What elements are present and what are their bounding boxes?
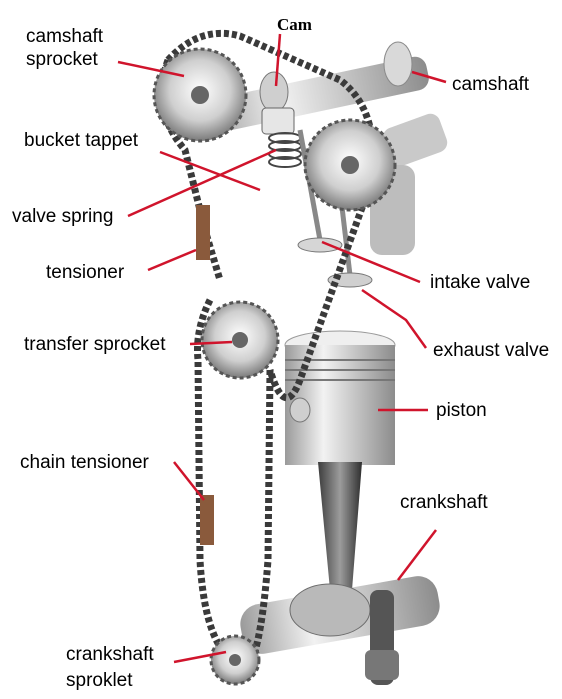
connecting-rod-part [318,462,362,590]
crankshaft-sproklet-label-line2: sproklet [66,670,133,692]
bucket-tappet-label: bucket tappet [24,130,138,152]
cam-label: Cam [277,14,312,36]
transfer-sprocket-part [202,302,278,378]
tensioner-part [196,205,210,260]
bucket-tappet-part [262,108,301,167]
camshaft-sprocket-part [154,49,246,141]
crankshaft-sproklet-part [211,636,259,684]
leader-crankshaft [398,530,436,580]
transfer-sprocket-label: transfer sprocket [24,334,166,356]
cam-lobe [260,72,288,112]
tensioner-label: tensioner [46,262,124,284]
chain-tensioner-part [200,495,214,545]
leader-tensioner [148,250,196,270]
chain-tensioner-label: chain tensioner [20,452,149,474]
leader-bucket-tappet [160,152,260,190]
exhaust-valve-label: exhaust valve [433,340,549,362]
piston-part [285,331,395,465]
piston-label: piston [436,400,487,422]
camshaft-sprocket-label-line1: camshaft [26,26,103,48]
intake-valve-label: intake valve [430,272,530,294]
valve-spring-label: valve spring [12,206,113,228]
camshaft-sprocket-label-line2: sprocket [26,49,98,71]
crankshaft-sproklet-label-line1: crankshaft [66,644,154,666]
crankshaft-label: crankshaft [400,492,488,514]
camshaft-label: camshaft [452,74,529,96]
second-cam-sprocket-part [305,120,395,210]
